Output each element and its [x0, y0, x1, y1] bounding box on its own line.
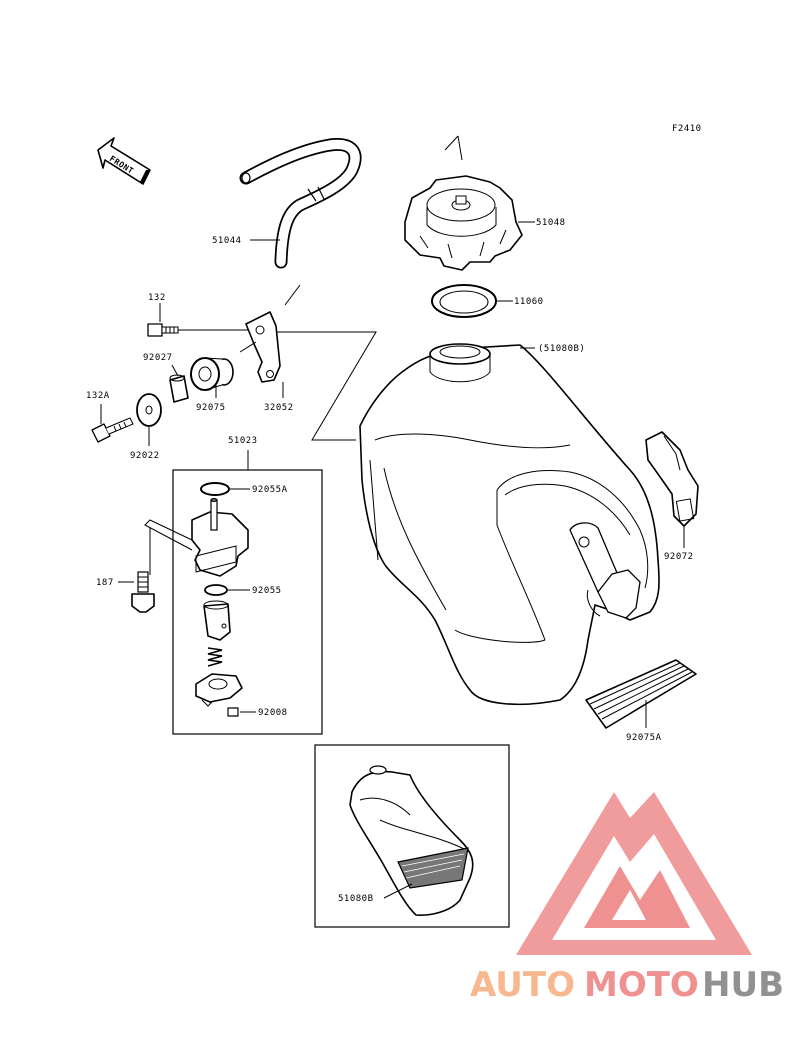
label-92022: 92022 [130, 451, 160, 461]
watermark-brand-hub: HUB [702, 965, 784, 1005]
label-51080b: (51080B) [538, 344, 585, 354]
label-11060: 11060 [514, 297, 544, 307]
sponge-pad: 92075A [585, 659, 697, 743]
bolt-132a: 132A [86, 391, 134, 443]
label-92075a: 92075A [626, 733, 662, 743]
label-132: 132 [148, 293, 166, 303]
label-187: 187 [96, 578, 114, 588]
front-arrow-icon: FRONT [97, 137, 151, 185]
bracket-32052: 32052 [239, 311, 294, 413]
automotohub-watermark: AUTO MOTO HUB [470, 792, 784, 1005]
breather-hose: 51044 [212, 137, 362, 306]
label-51080b-inset: 51080B [338, 894, 374, 904]
fuel-tank: (51080B) [262, 331, 660, 706]
inset-tank-view: 51080B [314, 744, 510, 928]
collar-92027: 92027 [143, 353, 189, 403]
label-92072: 92072 [664, 552, 694, 562]
label-32052: 32052 [264, 403, 294, 413]
label-92075: 92075 [196, 403, 226, 413]
washer-92022: 92022 [130, 393, 162, 461]
label-92008: 92008 [258, 708, 288, 718]
fuel-cock-box [172, 469, 323, 735]
label-51044: 51044 [212, 236, 242, 246]
label-92055: 92055 [252, 586, 282, 596]
rubber-damper: 92075 [190, 357, 234, 413]
cap-gasket: 11060 [431, 284, 544, 318]
watermark-brand-moto: MOTO [584, 965, 699, 1005]
label-51023: 51023 [228, 436, 258, 446]
bolt-187: 187 [96, 571, 155, 613]
label-92027: 92027 [143, 353, 173, 363]
bolt-132: 132 [147, 293, 250, 337]
label-92055a: 92055A [252, 485, 288, 495]
label-51048: 51048 [536, 218, 566, 228]
fuel-cock-assembly: 51023 92055A 92055 92008 [144, 436, 323, 735]
rubber-strap: 92072 [645, 431, 699, 562]
label-132a: 132A [86, 391, 110, 401]
watermark-brand-auto: AUTO [470, 965, 575, 1005]
fuel-cap: 51048 [404, 135, 566, 271]
figure-code: F2410 [672, 124, 702, 134]
